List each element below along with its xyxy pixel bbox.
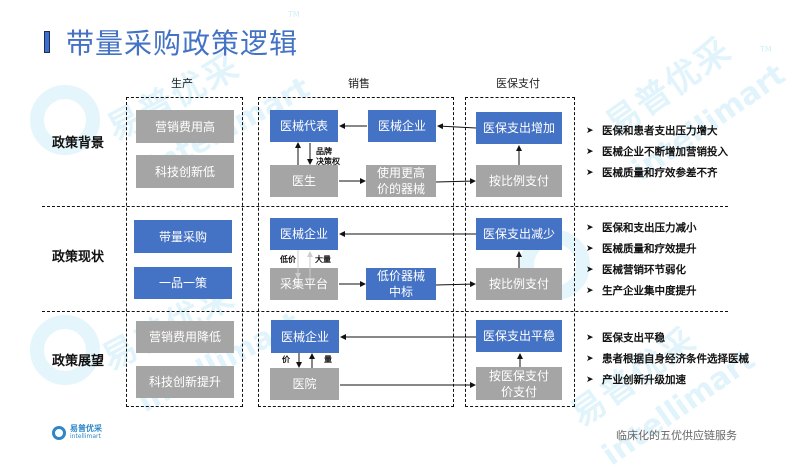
footer-brand-en: intellimart	[70, 433, 101, 440]
bullet-item: ➤ 生产企业集中度提升	[586, 280, 697, 301]
sales-box-device-label: 使用更高价的器械	[376, 166, 425, 196]
bullet-text: 患者根据自身经济条件选择医械	[602, 353, 749, 365]
sales-box-company: 医械企业	[368, 110, 436, 142]
row-divider	[42, 311, 728, 312]
link-label-brand-decision: 品牌 决策权	[316, 147, 340, 167]
production-box: 一品一策	[134, 267, 232, 299]
link-label-price: 价	[282, 355, 290, 364]
bullet-arrow-icon: ➤	[586, 125, 594, 136]
bullet-item: ➤ 医保和患者支出压力增大	[586, 120, 728, 141]
bullet-item: ➤ 医械企业不断增加营销投入	[586, 141, 728, 162]
sales-box-lowprice: 低价器械中标	[366, 268, 436, 300]
bullet-arrow-icon: ➤	[586, 332, 594, 343]
payment-box-bottom: 按比例支付	[476, 165, 562, 197]
bullet-item: ➤ 医保和支出压力减小	[586, 217, 697, 238]
column-header-production: 生产	[171, 77, 193, 90]
arrow-lowprice-to-payment	[435, 281, 476, 288]
flow-arrows	[295, 123, 523, 388]
bullet-text: 医械企业不断增加营销投入	[602, 146, 728, 158]
bullet-item: ➤ 医械质量和疗效参差不齐	[586, 162, 728, 183]
page-title: 带量采购政策逻辑	[66, 27, 299, 60]
title-accent-bar	[44, 31, 50, 53]
row-label-outlook: 政策展望	[52, 354, 105, 369]
payment-box-top: 医保支出减少	[476, 218, 562, 250]
bullet-arrow-icon: ➤	[586, 222, 594, 233]
bullet-text: 医保和患者支出压力增大	[602, 125, 718, 137]
payment-box-top: 医保支出增加	[476, 112, 562, 144]
bullet-item: ➤ 患者根据自身经济条件选择医械	[586, 348, 749, 369]
bullet-arrow-icon: ➤	[586, 146, 594, 157]
footer-logo: 易普优采 intellimart	[52, 425, 102, 441]
sales-box-company: 医械企业	[271, 320, 339, 353]
sales-box-rep: 医械代表	[270, 110, 338, 142]
link-label-line: 决策权	[316, 157, 340, 166]
row-label-current: 政策现状	[52, 250, 105, 265]
production-column-frame	[126, 97, 243, 407]
bullet-text: 医械质量和疗效参差不齐	[602, 167, 718, 179]
sales-box-device: 使用更高价的器械	[366, 165, 436, 197]
bullet-item: ➤ 医械营销环节弱化	[586, 259, 697, 280]
link-label-large-volume: 大量	[315, 255, 331, 264]
payment-box-bottom: 按比例支付	[476, 268, 562, 300]
bullet-list: ➤ 医保支出平稳 ➤ 患者根据自身经济条件选择医械 ➤ 产业创新升级加速	[586, 327, 749, 390]
bullet-arrow-icon: ➤	[586, 353, 594, 364]
bullet-item: ➤ 医保支出平稳	[586, 327, 749, 348]
production-box: 营销费用高	[136, 110, 234, 143]
sales-column-frame	[258, 97, 454, 407]
bullet-text: 产业创新升级加速	[602, 374, 686, 386]
bullet-arrow-icon: ➤	[586, 374, 594, 385]
sales-box-platform: 采集平台	[270, 268, 338, 300]
bullet-text: 医保和支出压力减小	[602, 222, 697, 234]
bullet-arrow-icon: ➤	[586, 264, 594, 275]
arrow-device-to-payment	[435, 178, 476, 185]
column-header-sales: 销售	[348, 77, 370, 90]
row-divider	[42, 206, 728, 207]
watermark-tm: TM	[760, 45, 772, 54]
arrow-payment-to-company	[437, 123, 477, 130]
sales-box-lowprice-label: 低价器械中标	[376, 269, 425, 299]
column-header-payment: 医保支付	[496, 77, 540, 90]
bullet-item: ➤ 产业创新升级加速	[586, 369, 749, 390]
link-label-volume: 量	[324, 355, 332, 364]
link-label-line: 品牌	[316, 147, 332, 156]
bullet-text: 医保支出平稳	[602, 332, 665, 344]
production-box: 科技创新提升	[136, 366, 234, 398]
watermark-tm: TM	[288, 10, 300, 19]
production-box: 科技创新低	[136, 155, 234, 188]
bullet-arrow-icon: ➤	[586, 243, 594, 254]
link-label-low-price: 低价	[280, 255, 296, 264]
row-label-background: 政策背景	[52, 136, 105, 151]
bullet-item: ➤ 医械质量和疗效提升	[586, 238, 697, 259]
sales-box-company: 医械企业	[270, 218, 338, 250]
footer-brand-cn: 易普优采	[70, 424, 102, 433]
bullet-list: ➤ 医保和支出压力减小 ➤ 医械质量和疗效提升 ➤ 医械营销环节弱化 ➤ 生产企业集中度…	[586, 217, 697, 301]
payment-box-bottom: 按医保支付价支付	[476, 367, 562, 400]
brand-logo-icon	[52, 426, 66, 440]
production-box: 营销费用降低	[136, 321, 234, 353]
bullet-arrow-icon: ➤	[586, 167, 594, 178]
sales-box-doctor: 医生	[270, 165, 338, 197]
bullet-arrow-icon: ➤	[586, 285, 594, 296]
payment-box-top: 医保支出平稳	[476, 320, 562, 352]
bullet-text: 医械质量和疗效提升	[602, 243, 697, 255]
bullet-text: 生产企业集中度提升	[602, 285, 697, 297]
bullet-text: 医械营销环节弱化	[602, 264, 686, 276]
payment-column-frame	[465, 97, 575, 407]
sales-box-hospital: 医院	[270, 368, 339, 400]
bullet-list: ➤ 医保和患者支出压力增大 ➤ 医械企业不断增加营销投入 ➤ 医械质量和疗效参差不齐	[586, 120, 728, 183]
footer-slogan: 临床化的五优供应链服务	[616, 429, 737, 442]
production-box: 带量采购	[134, 220, 232, 253]
payment-box-bottom-label: 按医保支付价支付	[488, 368, 549, 399]
